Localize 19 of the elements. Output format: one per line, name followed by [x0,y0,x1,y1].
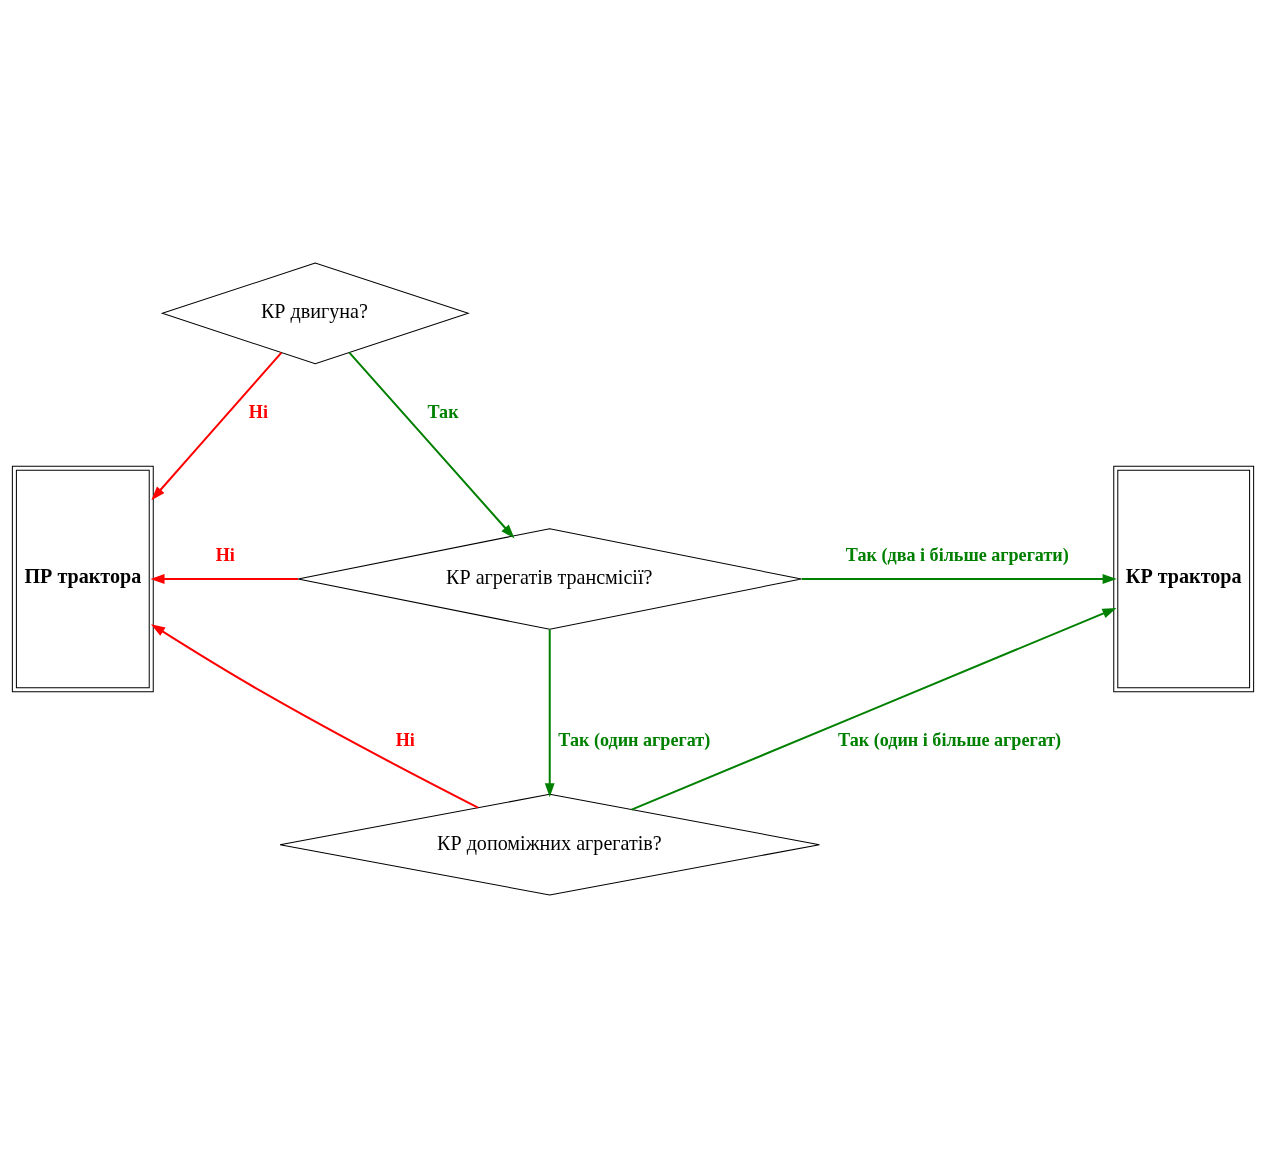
arrow [150,574,299,584]
node-diamond: КР агрегатів трансмісії? [297,528,802,630]
edge-label: Так (один агрегат) [558,730,711,751]
arrow [151,624,479,809]
edge-label: Ні [248,402,268,423]
edge-label: Так [427,402,459,423]
node-diamond: КР двигуна? [160,262,470,365]
node-box: КР трактора [1113,465,1255,693]
arrow [348,352,515,539]
node-diamond: КР допоміжних агрегатів? [279,793,820,896]
arrow [544,629,555,798]
node-box: ПР трактора [11,465,154,693]
arrow [151,352,283,501]
arrow [631,607,1117,811]
edge-label: Ні [215,545,235,566]
arrow [801,574,1117,584]
edge-label: Так (один і більше агрегат) [838,730,1062,751]
edge-label: Так (два і більше агрегати) [845,545,1069,566]
edge-label: Ні [395,730,415,751]
